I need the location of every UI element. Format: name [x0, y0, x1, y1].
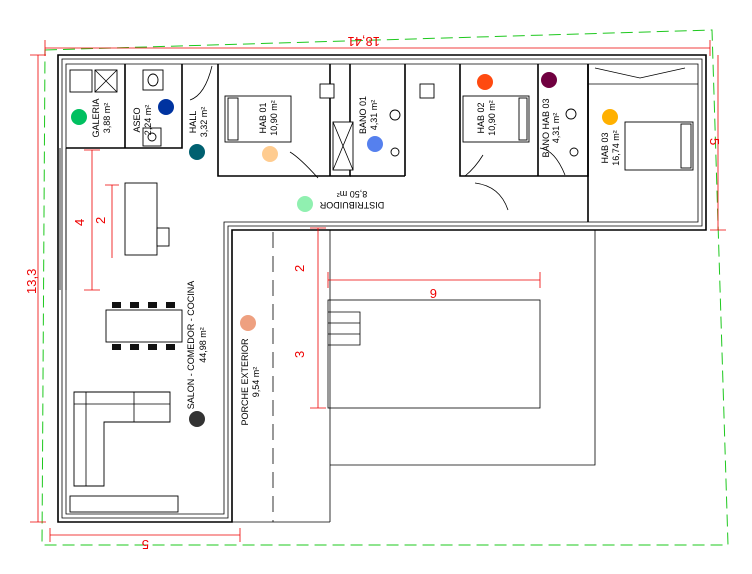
dim-kitchen-sub: 2	[93, 217, 108, 224]
room-name: GALERIA	[91, 98, 101, 137]
room-marker	[477, 74, 493, 90]
room-marker	[367, 136, 383, 152]
room-name: HAB 01	[258, 102, 268, 133]
room-salon-comedor-cocina: SALON - COMEDOR - COCINA 44,98 m²	[186, 281, 208, 427]
room-bano-hab-03: BANO HAB 03 4,31 m²	[541, 72, 561, 158]
dim-kitchen-len: 4	[72, 219, 87, 226]
room-hab-01: HAB 01 10,90 m²	[258, 100, 279, 162]
room-marker	[541, 72, 557, 88]
room-area: 8,50 m²	[337, 189, 368, 199]
room-area: 44,98 m²	[198, 327, 208, 363]
room-area: 9,54 m²	[251, 367, 261, 398]
pool	[327, 299, 541, 409]
room-hall: HALL 3,32 m²	[188, 107, 209, 160]
room-name: HAB 03	[600, 132, 610, 163]
room-galeria: GALERIA 3,88 m²	[71, 98, 112, 138]
dim-total-width: 18,41	[347, 34, 380, 49]
room-marker	[240, 315, 256, 331]
room-marker	[262, 146, 278, 162]
room-area: 3,32 m²	[199, 107, 209, 138]
room-area: 2,24 m²	[143, 105, 153, 136]
furniture	[69, 67, 694, 513]
dim-total-height: 13,3	[24, 269, 39, 294]
room-marker	[71, 109, 87, 125]
room-bano-01: BANO 01 4,31 m²	[358, 96, 383, 152]
dim-pool-height: 3	[292, 351, 307, 358]
room-area: 16,74 m²	[611, 130, 621, 166]
doors	[189, 65, 566, 211]
room-distribuidor: DISTRIBUIDOR 8,50 m²	[297, 189, 384, 212]
dim-pool-offset: 2	[292, 265, 307, 272]
room-marker	[189, 411, 205, 427]
room-area: 4,31 m²	[551, 113, 561, 144]
room-marker	[189, 144, 205, 160]
dimension-lines: 18,41 13,3 5 5 4 2 2 6 3	[24, 34, 726, 552]
dim-right-wing: 5	[707, 138, 722, 145]
interior-walls	[59, 64, 698, 290]
dim-pool-width: 6	[430, 286, 437, 301]
room-area: 4,31 m²	[369, 100, 379, 131]
room-name: BANO 01	[358, 96, 368, 134]
room-name: PORCHE EXTERIOR	[240, 338, 250, 426]
room-name: HAB 02	[476, 102, 486, 133]
room-aseo: ASEO 2,24 m²	[132, 99, 174, 135]
room-hab-02: HAB 02 10,90 m²	[476, 74, 497, 136]
room-area: 10,90 m²	[487, 100, 497, 136]
room-hab-03: HAB 03 16,74 m²	[600, 109, 621, 166]
room-area: 10,90 m²	[269, 100, 279, 136]
room-marker	[602, 109, 618, 125]
terrace	[232, 230, 596, 523]
room-name: DISTRIBUIDOR	[319, 200, 384, 210]
room-marker	[158, 99, 174, 115]
room-name: HALL	[188, 111, 198, 134]
room-marker	[297, 196, 313, 212]
exterior-walls	[57, 54, 707, 523]
room-name: ASEO	[132, 107, 142, 132]
dim-bottom: 5	[142, 537, 149, 552]
room-area: 3,88 m²	[102, 103, 112, 134]
room-porche-exterior: PORCHE EXTERIOR 9,54 m²	[240, 315, 261, 426]
room-name: BANO HAB 03	[541, 98, 551, 157]
room-name: SALON - COMEDOR - COCINA	[186, 281, 196, 410]
